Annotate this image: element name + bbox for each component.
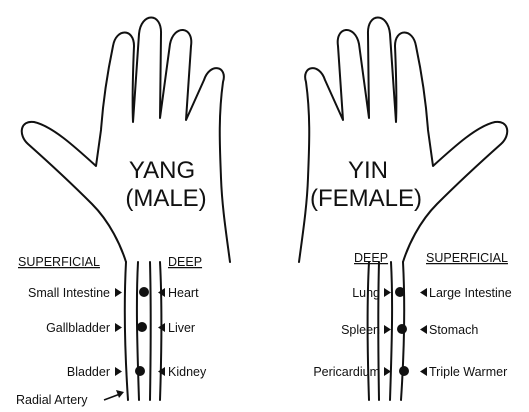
right-superficial-label-1: Large Intestine bbox=[429, 286, 512, 300]
right-pulse-row-2: Spleen Stomach bbox=[341, 323, 478, 337]
left-wrist-line-1 bbox=[125, 262, 128, 400]
radial-artery-label: Radial Artery bbox=[16, 393, 88, 407]
right-hand-outline bbox=[299, 18, 507, 263]
left-hand-outline bbox=[22, 18, 230, 263]
arrow-left-icon bbox=[420, 367, 427, 376]
left-deep-label-2: Liver bbox=[168, 321, 195, 335]
right-pulse-row-1: Lung Large Intestine bbox=[352, 286, 512, 300]
right-title-line1: YIN bbox=[348, 157, 388, 184]
left-title-line2: (MALE) bbox=[125, 185, 206, 212]
arrow-right-icon bbox=[115, 367, 122, 376]
arrow-right-icon bbox=[116, 390, 124, 398]
arrow-right-icon bbox=[384, 325, 391, 334]
arrow-right-icon bbox=[115, 288, 122, 297]
left-superficial-label-3: Bladder bbox=[67, 365, 110, 379]
left-pulse-row-3: Bladder Kidney bbox=[67, 365, 207, 379]
right-deep-label-2: Spleen bbox=[341, 323, 380, 337]
pulse-dot bbox=[139, 287, 149, 297]
pulse-dot bbox=[397, 324, 407, 334]
pulse-dot bbox=[135, 366, 145, 376]
pulse-dot bbox=[137, 322, 147, 332]
radial-artery-pointer bbox=[104, 394, 120, 400]
left-header-deep: DEEP bbox=[168, 255, 202, 269]
arrow-right-icon bbox=[384, 288, 391, 297]
left-header-superficial: SUPERFICIAL bbox=[18, 255, 100, 269]
left-superficial-label-2: Gallbladder bbox=[46, 321, 110, 335]
right-title-line2: (FEMALE) bbox=[310, 185, 422, 212]
left-title-line1: YANG bbox=[129, 157, 195, 184]
left-deep-label-1: Heart bbox=[168, 286, 199, 300]
left-pulse-row-1: Small Intestine Heart bbox=[28, 286, 199, 300]
right-header-deep: DEEP bbox=[354, 251, 388, 265]
right-wrist-line-2 bbox=[390, 262, 392, 400]
right-superficial-label-2: Stomach bbox=[429, 323, 478, 337]
pulse-dot bbox=[399, 366, 409, 376]
left-wrist-line-4 bbox=[160, 262, 162, 400]
left-deep-label-3: Kidney bbox=[168, 365, 207, 379]
right-deep-label-1: Lung bbox=[352, 286, 380, 300]
left-wrist-line-3 bbox=[150, 262, 151, 400]
right-pulse-row-3: Pericardium Triple Warmer bbox=[313, 365, 507, 379]
arrow-left-icon bbox=[420, 325, 427, 334]
right-deep-label-3: Pericardium bbox=[313, 365, 380, 379]
left-wrist-line-2 bbox=[137, 262, 139, 400]
pulse-dot bbox=[395, 287, 405, 297]
right-header-superficial: SUPERFICIAL bbox=[426, 251, 508, 265]
left-superficial-label-1: Small Intestine bbox=[28, 286, 110, 300]
arrow-left-icon bbox=[420, 288, 427, 297]
arrow-right-icon bbox=[115, 323, 122, 332]
right-superficial-label-3: Triple Warmer bbox=[429, 365, 507, 379]
left-pulse-row-2: Gallbladder Liver bbox=[46, 321, 195, 335]
